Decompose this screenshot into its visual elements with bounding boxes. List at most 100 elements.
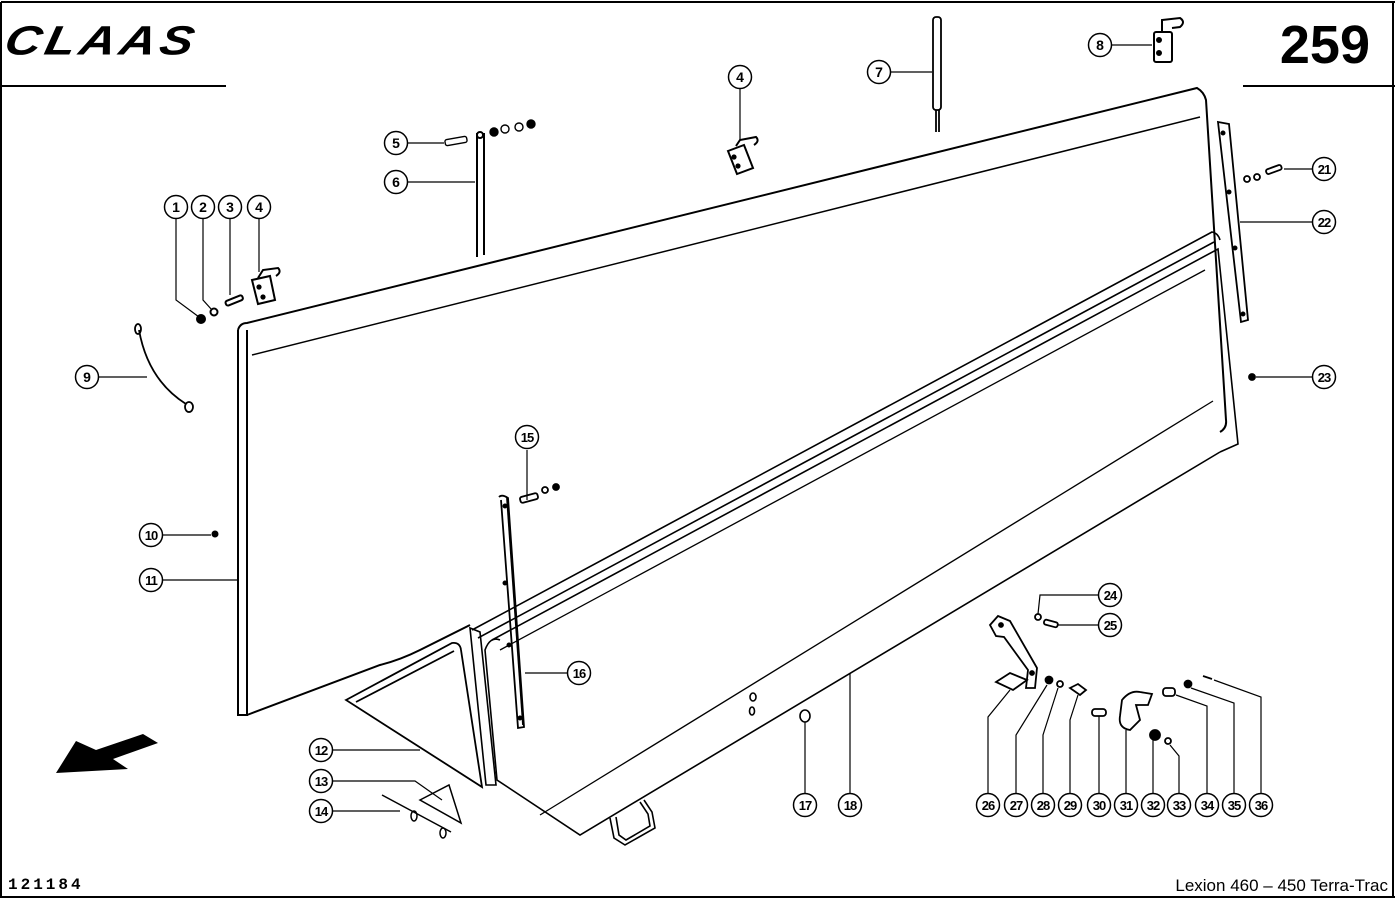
callout-circle xyxy=(1097,582,1123,608)
callout-label: 23 xyxy=(1318,370,1331,385)
callout-label: 24 xyxy=(1104,588,1118,603)
callout-1: 1 xyxy=(163,194,189,220)
callout-circle xyxy=(138,567,164,593)
callout-circle xyxy=(566,660,592,686)
callout-circle xyxy=(1113,792,1139,818)
callout-4: 4 xyxy=(727,64,753,90)
callout-circle xyxy=(975,792,1001,818)
callout-circle xyxy=(1311,364,1337,390)
callout-33: 33 xyxy=(1166,792,1192,818)
callout-label: 13 xyxy=(315,774,328,789)
callout-label: 10 xyxy=(145,528,158,543)
drawing-id: 121184 xyxy=(8,876,84,894)
callout-30: 30 xyxy=(1086,792,1112,818)
callout-3: 3 xyxy=(217,194,243,220)
callout-label: 11 xyxy=(145,573,158,588)
strap-22 xyxy=(1216,120,1283,381)
triangle-plate xyxy=(344,641,484,789)
callout-circle xyxy=(246,194,272,220)
callout-29: 29 xyxy=(1057,792,1083,818)
callout-circle xyxy=(138,522,164,548)
callout-17: 17 xyxy=(792,792,818,818)
callout-15: 15 xyxy=(514,424,540,450)
callout-circle xyxy=(217,194,243,220)
latch-hardware xyxy=(988,613,1213,745)
callout-circle xyxy=(74,364,100,390)
gas-strut-7 xyxy=(932,16,942,132)
callout-label: 26 xyxy=(982,798,995,813)
cable-9 xyxy=(134,323,194,413)
callout-21: 21 xyxy=(1311,156,1337,182)
callout-22: 22 xyxy=(1311,209,1337,235)
callout-label: 12 xyxy=(315,743,328,758)
callout-label: 34 xyxy=(1201,798,1215,813)
callout-circle xyxy=(1087,32,1113,58)
callout-circle xyxy=(1140,792,1166,818)
callout-circle xyxy=(383,169,409,195)
clip-and-pin xyxy=(381,783,463,839)
callout-28: 28 xyxy=(1030,792,1056,818)
model-name: Lexion 460 – 450 Terra-Trac xyxy=(1175,876,1388,895)
callout-label: 6 xyxy=(392,174,400,190)
callout-label: 36 xyxy=(1255,798,1268,813)
callout-10: 10 xyxy=(138,522,164,548)
callout-16: 16 xyxy=(566,660,592,686)
brand-logo: CLAAS xyxy=(0,17,203,64)
page-number: 259 xyxy=(1279,15,1370,75)
callout-circle xyxy=(308,798,334,824)
callout-32: 32 xyxy=(1140,792,1166,818)
callout-label: 3 xyxy=(226,199,234,215)
callout-circle xyxy=(190,194,216,220)
callout-circle xyxy=(514,424,540,450)
callout-label: 16 xyxy=(573,666,586,681)
callout-circle xyxy=(1086,792,1112,818)
spacers-17 xyxy=(748,692,811,723)
callout-12: 12 xyxy=(308,737,334,763)
callout-label: 25 xyxy=(1104,618,1117,633)
callout-label: 9 xyxy=(83,369,91,385)
callout-label: 33 xyxy=(1173,798,1186,813)
callout-6: 6 xyxy=(383,169,409,195)
callout-label: 22 xyxy=(1318,215,1331,230)
strap-6 xyxy=(476,131,485,257)
lower-panel xyxy=(469,231,1239,846)
callout-24: 24 xyxy=(1097,582,1123,608)
callout-label: 14 xyxy=(315,804,329,819)
callout-2: 2 xyxy=(190,194,216,220)
direction-of-travel-arrow xyxy=(56,734,158,773)
callout-7: 7 xyxy=(866,59,892,85)
callout-circle xyxy=(792,792,818,818)
callout-circle xyxy=(727,64,753,90)
callout-circle xyxy=(1248,792,1274,818)
callout-circle xyxy=(1221,792,1247,818)
callout-circle xyxy=(163,194,189,220)
callout-8: 8 xyxy=(1087,32,1113,58)
callout-11: 11 xyxy=(138,567,164,593)
callout-13: 13 xyxy=(308,768,334,794)
callout-label: 8 xyxy=(1096,37,1104,53)
callout-label: 28 xyxy=(1037,798,1050,813)
callout-circle xyxy=(308,737,334,763)
callout-label: 32 xyxy=(1147,798,1160,813)
strap-16 xyxy=(498,483,560,730)
callout-label: 30 xyxy=(1093,798,1106,813)
hinge-4-left xyxy=(196,266,281,324)
callout-27: 27 xyxy=(1003,792,1029,818)
callout-circle xyxy=(308,768,334,794)
callout-circle xyxy=(383,130,409,156)
callout-circle xyxy=(1166,792,1192,818)
callout-circle xyxy=(866,59,892,85)
callout-label: 2 xyxy=(199,199,207,215)
callout-label: 27 xyxy=(1010,798,1023,813)
callout-label: 18 xyxy=(844,798,857,813)
nut-10 xyxy=(211,530,219,538)
callout-label: 29 xyxy=(1064,798,1077,813)
callout-36: 36 xyxy=(1248,792,1274,818)
callout-circle xyxy=(837,792,863,818)
callout-circle xyxy=(1194,792,1220,818)
callout-label: 4 xyxy=(736,69,744,85)
callout-14: 14 xyxy=(308,798,334,824)
